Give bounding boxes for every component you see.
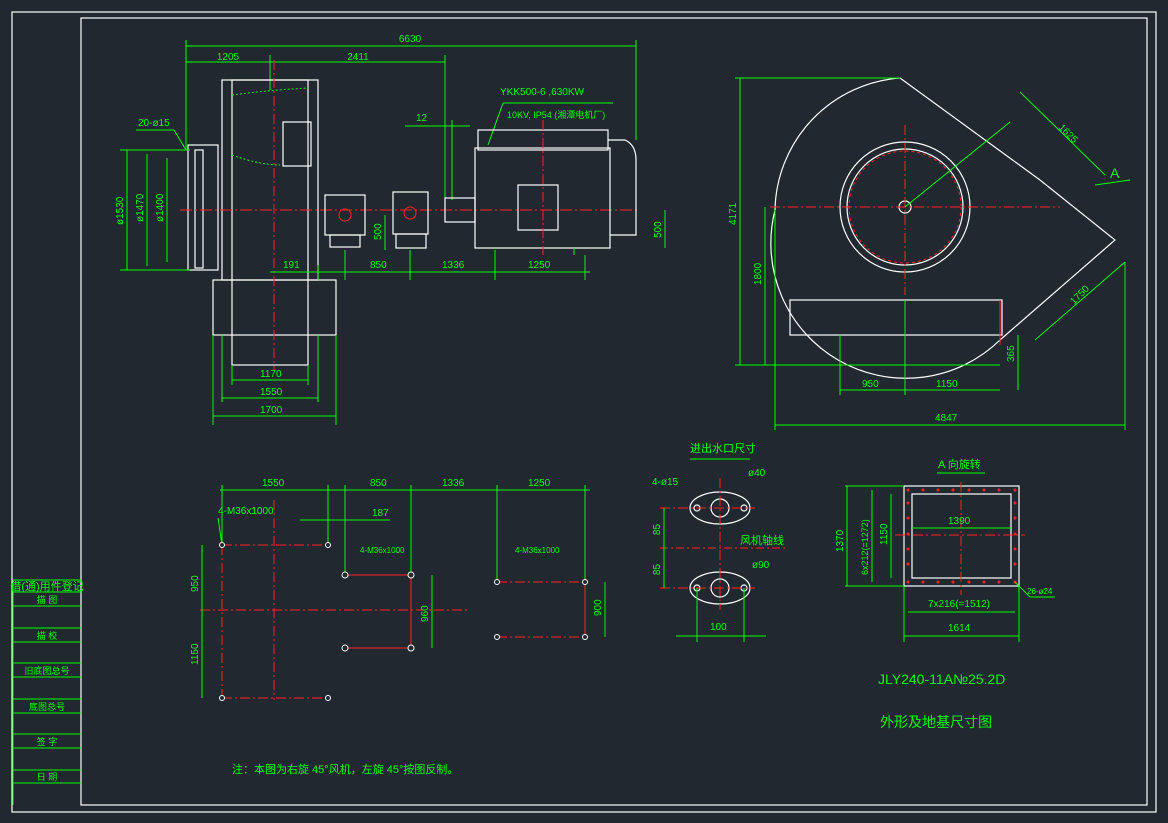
- dim-holes: 20-ø15: [138, 118, 170, 129]
- tb-check: 描 校: [37, 630, 58, 641]
- dim-1170: 1170: [260, 369, 282, 380]
- a-dim-1370: 1370: [835, 529, 846, 552]
- fdim-1336: 1336: [442, 478, 465, 489]
- a-view-flange: A 向旋转 1390 1370 6x212(=1272) 1150 7x216(…: [835, 457, 1055, 642]
- tb-reg: 借(通)用件登记: [10, 579, 83, 593]
- a-dim-1272: 6x212(=1272): [860, 519, 870, 575]
- dim-950: 950: [862, 379, 879, 390]
- dim-500b: 500: [653, 221, 664, 238]
- foundation-plan: 1550 850 1336 1250 187 4-M36x1000 4-M36x…: [190, 478, 606, 701]
- fan-axis-label: 风机轴线: [740, 533, 784, 547]
- port-85a: 85: [652, 523, 663, 535]
- a-dim-1614: 1614: [948, 623, 971, 634]
- fdim-850: 850: [370, 478, 387, 489]
- dim-phi1470: ø1470: [135, 193, 146, 222]
- drawing-title: 外形及地基尺寸图: [880, 714, 992, 730]
- title-block: 借(通)用件登记 描 图 描 校 旧底图总号 底图总号 签 字 日 期: [10, 579, 84, 805]
- dim-12: 12: [416, 113, 428, 124]
- dim-1336: 1336: [442, 260, 465, 271]
- inner-frame: [80, 17, 1148, 806]
- fdim-900: 900: [593, 599, 604, 616]
- outer-frame: [11, 11, 1157, 813]
- port-phi90: ø90: [752, 560, 770, 571]
- dim-1150: 1150: [936, 379, 958, 390]
- fdim-950: 950: [190, 575, 201, 592]
- tb-base-no: 底图总号: [29, 701, 65, 712]
- dim-6630: 6630: [399, 34, 422, 45]
- a-dim-1150: 1150: [879, 523, 890, 545]
- motor-spec: 10KV, IP54 (湘潭电机厂): [507, 109, 605, 120]
- dim-1700: 1700: [260, 405, 283, 416]
- dim-4847: 4847: [935, 413, 958, 424]
- dim-500a: 500: [373, 223, 384, 240]
- bolts-c: 4-M36x1000: [515, 546, 560, 555]
- bolts-a: 4-M36x1000: [218, 506, 274, 517]
- dim-191: 191: [283, 260, 300, 271]
- a-view-title: A 向旋转: [938, 457, 981, 471]
- dim-phi1400: ø1400: [155, 193, 166, 222]
- dim-1750: 1750: [1068, 283, 1092, 307]
- fdim-187: 187: [372, 508, 389, 519]
- port-85b: 85: [652, 563, 663, 575]
- a-dim-1512: 7x216(=1512): [928, 599, 990, 610]
- view-a-label: A: [1110, 165, 1120, 181]
- port-holes: 4-ø15: [652, 477, 679, 488]
- fdim-960: 960: [420, 605, 431, 622]
- fdim-1250: 1250: [528, 478, 551, 489]
- tb-trace: 描 图: [37, 594, 58, 605]
- water-port-title: 进出水口尺寸: [690, 441, 756, 455]
- dim-phi1530: ø1530: [115, 196, 126, 225]
- port-100: 100: [710, 622, 727, 633]
- a-dim-1390: 1390: [948, 516, 971, 527]
- port-phi40: ø40: [748, 468, 766, 479]
- model-number: JLY240-11A№25.2D: [878, 671, 1005, 687]
- drawing-note: 注：本图为右旋 45°风机，左旋 45°按图反制。: [232, 762, 458, 776]
- fdim-1550: 1550: [262, 478, 285, 489]
- dim-1800: 1800: [753, 262, 764, 285]
- dim-850: 850: [370, 260, 387, 271]
- a-holes: 26-ø24: [1027, 587, 1053, 596]
- front-view: 1625 1750 A 4171 1800 365 950 1150 4847: [728, 77, 1131, 430]
- motor-model: YKK500-6 ,630KW: [500, 87, 584, 98]
- dim-1205: 1205: [217, 52, 240, 63]
- fdim-1150: 1150: [190, 643, 201, 665]
- dim-1250: 1250: [528, 260, 551, 271]
- tb-date: 日 期: [37, 772, 58, 782]
- dim-2411: 2411: [347, 52, 369, 63]
- dim-4171: 4171: [728, 202, 739, 225]
- dim-1550: 1550: [260, 387, 283, 398]
- tb-old-no: 旧底图总号: [24, 665, 69, 676]
- dim-365: 365: [1006, 345, 1017, 362]
- tb-sign: 签 字: [37, 736, 58, 747]
- bolts-b: 4-M36x1000: [360, 546, 405, 555]
- water-port-detail: 进出水口尺寸 4-ø15 ø40 ø90 风机轴线 85 85 100: [652, 441, 785, 642]
- dim-1625: 1625: [1056, 122, 1080, 146]
- side-view: 6630 1205 2411 12 YKK500-6 ,630KW 10KV, …: [115, 34, 666, 425]
